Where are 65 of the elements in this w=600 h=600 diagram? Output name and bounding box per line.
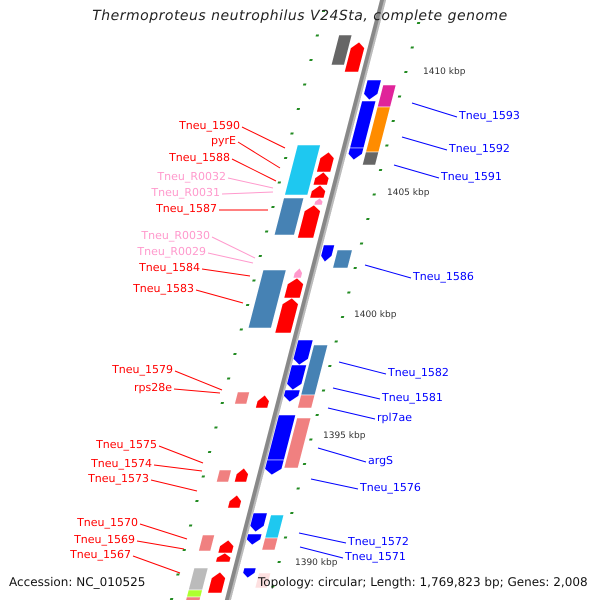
leader-line [228, 178, 274, 188]
leader-line [140, 524, 188, 540]
gene-label: Tneu_1584 [139, 261, 200, 275]
leader-line [208, 252, 254, 264]
leader-line [150, 480, 198, 492]
gene-label: Tneu_R0030 [141, 229, 210, 243]
leader-line [332, 388, 380, 400]
gene-label: Tneu_1571 [345, 550, 406, 564]
diagram-title: Thermoproteus neutrophilus V24Sta, complete genome [91, 8, 509, 24]
leader-line [412, 102, 458, 118]
leader-line [174, 388, 220, 394]
gene-label: Tneu_1591 [441, 170, 502, 184]
leader-line [364, 264, 412, 278]
topology-text: Topology: circular; Length: 1,769,823 bp; Genes: 2,008 [258, 575, 588, 589]
gene-label: Tneu_1590 [179, 119, 240, 133]
leader-line [154, 464, 202, 472]
leader-line [402, 136, 448, 150]
gene-label: Tneu_R0031 [151, 186, 220, 200]
leader-line [136, 540, 184, 550]
gene-label: Tneu_R0032 [157, 170, 226, 184]
leader-line [318, 448, 366, 462]
gene-label: Tneu_1582 [388, 366, 449, 380]
leader-line [298, 532, 346, 544]
scale-label: 1395 kbp [323, 431, 366, 441]
gene-label: pyrE [211, 134, 236, 148]
leader-line [232, 158, 276, 182]
leader-line [212, 236, 256, 258]
scale-label: 1410 kbp [423, 67, 466, 77]
gene-label: rps28e [134, 381, 172, 395]
gene-label: rpl7ae [377, 411, 412, 425]
leader-line [338, 362, 386, 374]
gene-label: Tneu_1581 [382, 391, 443, 405]
leader-line [328, 408, 376, 420]
leader-line [394, 164, 440, 178]
gene-label: Tneu_1574 [91, 457, 152, 471]
leader-line [310, 478, 358, 490]
gene-label: Tneu_1579 [112, 363, 173, 377]
gene-label: Tneu_1569 [74, 533, 135, 547]
leader-line [222, 192, 274, 194]
gene-label: Tneu_1570 [77, 516, 138, 530]
leader-line [238, 142, 280, 168]
scale-label: 1405 kbp [387, 188, 430, 198]
gene-label: Tneu_1593 [459, 109, 520, 123]
gene-label: Tneu_1586 [413, 270, 474, 284]
leader-line [132, 556, 180, 574]
gene-label: argS [368, 454, 394, 468]
leader-line [202, 268, 250, 276]
leader-line [242, 126, 286, 148]
scale-label: 1400 kbp [354, 310, 396, 320]
leader-line [300, 546, 344, 558]
leader-line [174, 370, 222, 390]
gene-label: Tneu_1588 [169, 151, 230, 165]
gene-label: Tneu_1592 [449, 142, 510, 156]
gene-label: Tneu_1572 [348, 535, 409, 549]
scale-label: 1390 kbp [295, 558, 338, 568]
gene-label: Tneu_1583 [133, 282, 194, 296]
accession-text: Accession: NC_010525 [9, 575, 146, 589]
gene-label: Tneu_R0029 [137, 245, 206, 259]
gene-label: Tneu_1567 [70, 548, 131, 562]
leader-line [196, 290, 244, 304]
gene-label: Tneu_1587 [156, 202, 217, 216]
gene-label: Tneu_1575 [96, 438, 157, 452]
gene-label: Tneu_1576 [360, 481, 421, 495]
leader-line [158, 446, 204, 464]
gene-label: Tneu_1573 [88, 472, 149, 486]
